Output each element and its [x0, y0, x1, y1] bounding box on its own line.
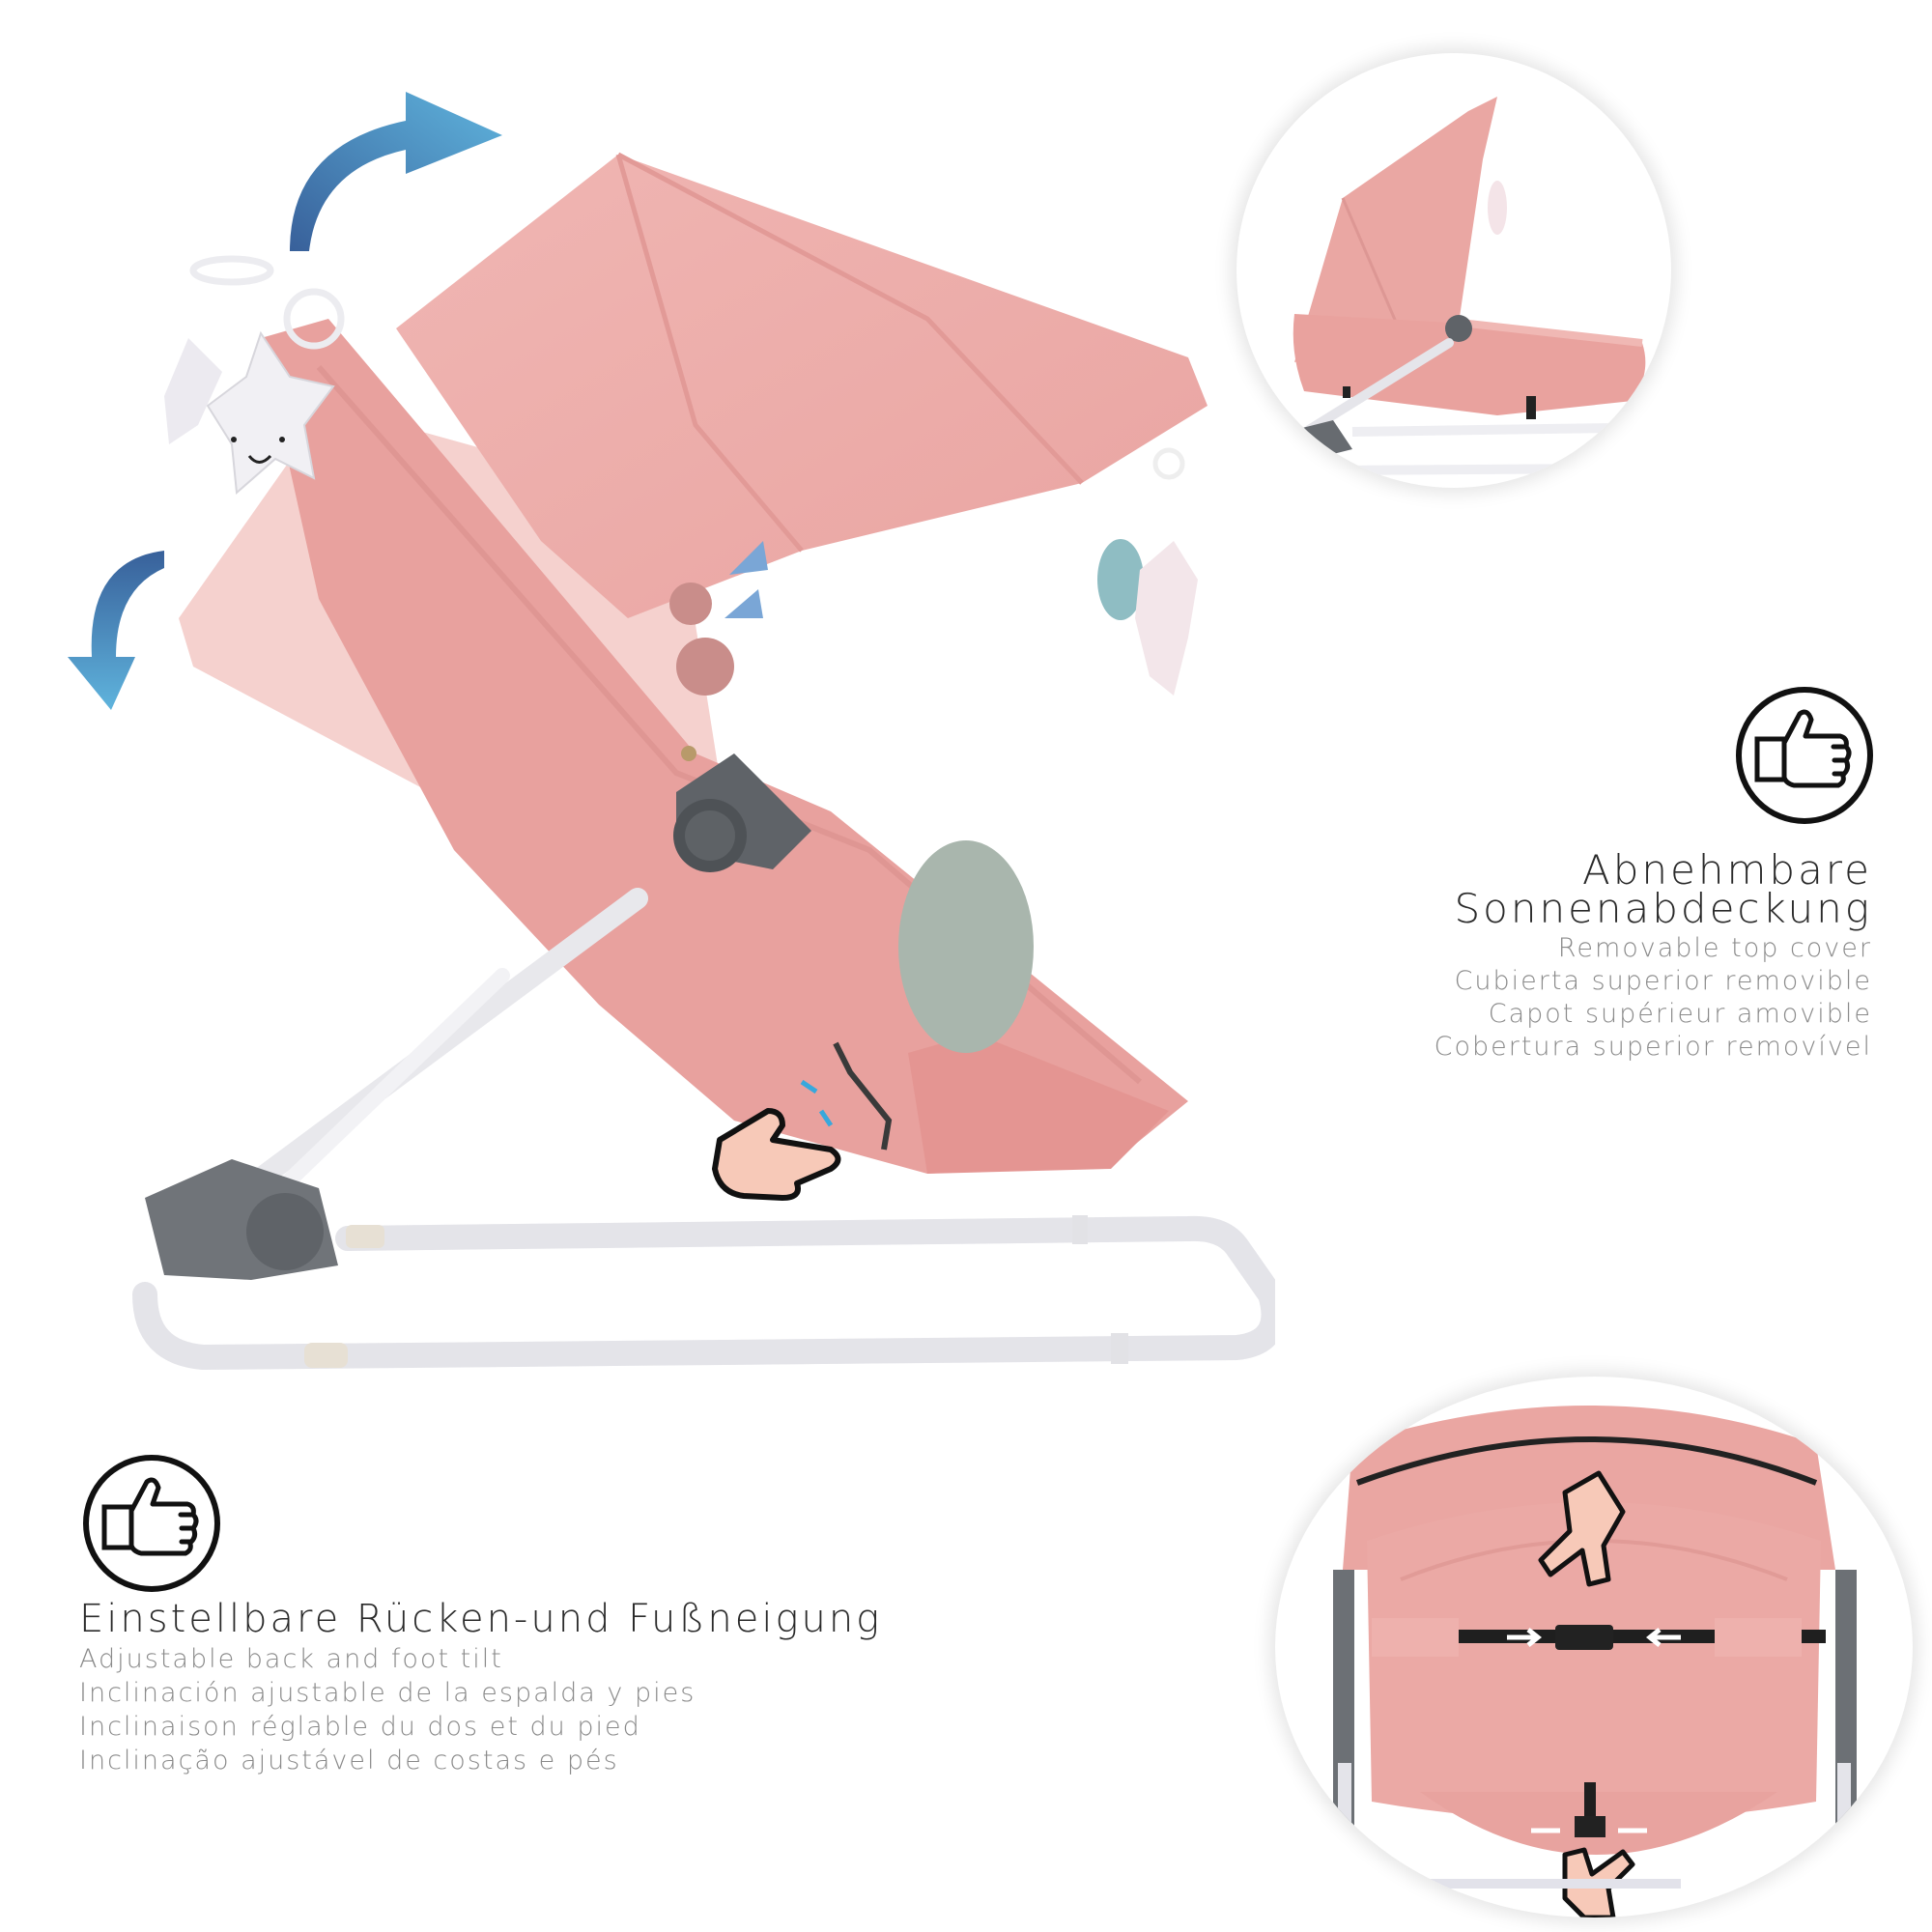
- inset-bassinet-mode: [1236, 53, 1671, 488]
- inset-rear-buckles: [1275, 1377, 1913, 1918]
- canopy: [396, 155, 1208, 618]
- toy-star-left: [206, 330, 335, 496]
- feature-sun-cover-text: Abnehmbare Sonnenabdeckung Removable top…: [1099, 846, 1872, 1063]
- feature-tilt-title: Einstellbare Rücken-und Fußneigung: [79, 1597, 883, 1641]
- bassinet-illustration: [1293, 97, 1646, 476]
- feature-sun-cover-fr: Capot supérieur amovible: [1488, 999, 1872, 1029]
- feature-tilt-es: Inclinación ajustable de la espalda y pi…: [79, 1678, 696, 1708]
- toy-cluster-right: [1097, 447, 1198, 696]
- feature-sun-cover-title-line2: Sonnenabdeckung: [1454, 885, 1872, 932]
- feature-sun-cover-pt: Cobertura superior removível: [1434, 1032, 1872, 1062]
- feature-tilt-en: Adjustable back and foot tilt: [79, 1644, 503, 1674]
- feature-sun-cover-en: Removable top cover: [1557, 933, 1872, 963]
- feature-badge-tilt: [79, 1451, 224, 1596]
- feature-tilt-text: Einstellbare Rücken-und Fußneigung Adjus…: [79, 1600, 949, 1776]
- feature-sun-cover-title-line1: Abnehmbare: [1582, 846, 1872, 894]
- feature-tilt-fr: Inclinaison réglable du dos et du pied: [79, 1712, 641, 1742]
- feature-tilt-pt: Inclinação ajustável de costas e pés: [79, 1746, 619, 1776]
- arrow-rotate-up-icon: [290, 92, 502, 251]
- pointing-hand-icon: [712, 1108, 841, 1201]
- rear-view-illustration: [1333, 1406, 1857, 1918]
- thumbs-up-icon: [83, 1455, 220, 1592]
- thumbs-up-icon: [1736, 687, 1873, 824]
- arrow-rotate-down-icon: [68, 551, 164, 710]
- pointing-hand-icon: [1538, 1470, 1626, 1587]
- feature-badge-sun-cover: [1732, 683, 1877, 828]
- main-bouncer-illustration: [68, 92, 1275, 1371]
- feature-sun-cover-es: Cubierta superior removible: [1454, 966, 1872, 996]
